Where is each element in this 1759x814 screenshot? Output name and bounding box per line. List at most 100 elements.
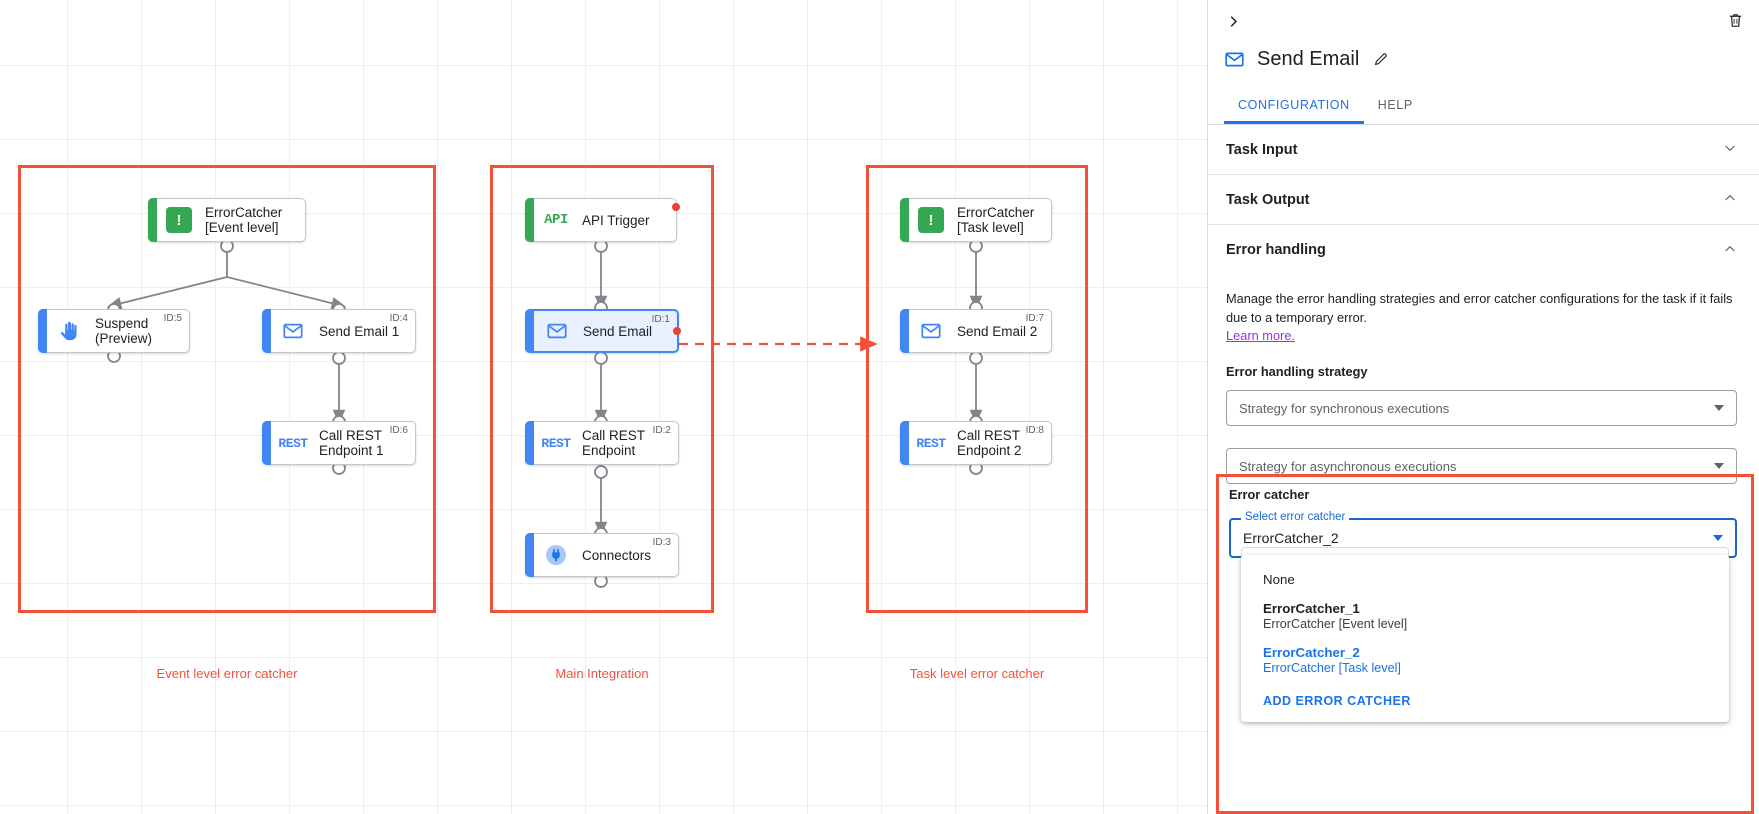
node-accent-bar	[148, 198, 157, 242]
node-send-email[interactable]: Send Email ID:1	[525, 309, 681, 353]
error-catcher-block: Error catcher Select error catcher Error…	[1216, 474, 1754, 814]
node-accent-bar	[525, 198, 534, 242]
node-label: ErrorCatcher [Task level]	[957, 205, 1035, 235]
node-label: Suspend (Preview)	[95, 316, 153, 346]
node-accent-bar	[262, 309, 271, 353]
node-label: Call REST Endpoint 1	[319, 428, 384, 458]
node-id: ID:8	[1025, 425, 1044, 436]
chevron-down-icon	[1723, 141, 1737, 158]
node-suspend[interactable]: Suspend (Preview) ID:5	[38, 309, 190, 353]
node-id: ID:1	[651, 314, 670, 325]
node-accent-bar	[525, 421, 534, 465]
chevron-right-icon[interactable]	[1220, 8, 1246, 34]
menu-item-errorcatcher-2[interactable]: ErrorCatcher_2 ErrorCatcher [Task level]	[1241, 638, 1729, 682]
group-label-main-integration: Main Integration	[555, 666, 649, 681]
error-catcher-icon: !	[917, 206, 945, 234]
error-catcher-value: ErrorCatcher_2	[1243, 530, 1339, 546]
email-icon	[543, 317, 571, 345]
connectors-icon	[542, 541, 570, 569]
node-accent-bar	[525, 533, 534, 577]
node-accent-bar	[525, 309, 534, 353]
menu-item-secondary: ErrorCatcher [Task level]	[1263, 661, 1401, 675]
node-accent-bar	[262, 421, 271, 465]
sync-strategy-value: Strategy for synchronous executions	[1239, 400, 1450, 416]
rest-icon: REST	[278, 435, 308, 451]
section-title: Error handling	[1226, 242, 1326, 258]
node-accent-bar	[900, 309, 909, 353]
tab-configuration[interactable]: CONFIGURATION	[1224, 88, 1364, 124]
add-error-catcher-button[interactable]: ADD ERROR CATCHER	[1263, 694, 1411, 708]
tab-help[interactable]: HELP	[1377, 98, 1413, 112]
node-id: ID:7	[1025, 313, 1044, 324]
node-error-catcher-event-level[interactable]: ! ErrorCatcher [Event level]	[148, 198, 306, 242]
node-label: API Trigger	[582, 212, 650, 228]
node-error-catcher-task-level[interactable]: ! ErrorCatcher [Task level]	[900, 198, 1052, 242]
node-label: Send Email	[583, 323, 653, 339]
menu-item-secondary: ErrorCatcher [Event level]	[1263, 617, 1408, 631]
email-icon	[279, 317, 307, 345]
learn-more-link[interactable]: Learn more.	[1226, 328, 1295, 343]
workflow-canvas[interactable]: Event level error catcher Main Integrati…	[0, 0, 1207, 814]
group-frame-event-level	[18, 165, 436, 613]
node-api-trigger[interactable]: API API Trigger	[525, 198, 680, 242]
rest-icon: REST	[541, 435, 571, 451]
chevron-up-icon	[1723, 242, 1737, 259]
error-indicator-dot	[672, 203, 680, 211]
menu-item-none[interactable]: None	[1241, 565, 1729, 594]
chevron-down-icon	[1714, 463, 1724, 469]
error-handling-body: Manage the error handling strategies and…	[1208, 275, 1759, 484]
node-id: ID:5	[163, 313, 182, 324]
rest-icon: REST	[916, 435, 946, 451]
section-task-output[interactable]: Task Output	[1208, 175, 1759, 225]
async-strategy-select[interactable]: Strategy for asynchronous executions	[1226, 448, 1737, 484]
error-catcher-icon: !	[165, 206, 193, 234]
node-id: ID:3	[652, 537, 671, 548]
email-icon	[917, 317, 945, 345]
node-id: ID:6	[389, 425, 408, 436]
error-catcher-dropdown-menu: None ErrorCatcher_1 ErrorCatcher [Event …	[1241, 555, 1729, 722]
node-call-rest-endpoint-1[interactable]: REST Call REST Endpoint 1 ID:6	[262, 421, 416, 465]
async-strategy-value: Strategy for asynchronous executions	[1239, 458, 1457, 474]
task-config-panel: Send Email CONFIGURATION HELP Task Input…	[1207, 0, 1759, 814]
node-label: Call REST Endpoint	[582, 428, 646, 458]
node-call-rest-endpoint-2[interactable]: REST Call REST Endpoint 2 ID:8	[900, 421, 1052, 465]
section-error-handling[interactable]: Error handling	[1208, 225, 1759, 275]
sync-strategy-select[interactable]: Strategy for synchronous executions	[1226, 390, 1737, 426]
node-call-rest-endpoint[interactable]: REST Call REST Endpoint ID:2	[525, 421, 679, 465]
error-handling-description: Manage the error handling strategies and…	[1226, 291, 1733, 325]
menu-item-primary: None	[1263, 572, 1295, 587]
group-label-event-level: Event level error catcher	[156, 666, 298, 681]
email-icon	[1224, 49, 1245, 70]
panel-header	[1208, 0, 1759, 40]
trash-icon[interactable]	[1721, 6, 1749, 34]
section-title: Task Output	[1226, 191, 1310, 208]
node-label: Call REST Endpoint 2	[957, 428, 1022, 458]
menu-item-primary: ErrorCatcher_1	[1263, 601, 1360, 616]
panel-title-row: Send Email	[1208, 40, 1759, 76]
section-task-input[interactable]: Task Input	[1208, 125, 1759, 175]
error-indicator-dot	[673, 327, 681, 335]
node-accent-bar	[900, 421, 909, 465]
group-frame-task-level	[866, 165, 1088, 613]
node-send-email-1[interactable]: Send Email 1 ID:4	[262, 309, 416, 353]
error-catcher-title: Error catcher	[1229, 487, 1310, 502]
pencil-icon[interactable]	[1373, 51, 1389, 67]
suspend-hand-icon	[55, 317, 83, 345]
node-label: Connectors	[582, 547, 652, 563]
node-accent-bar	[900, 198, 909, 242]
node-id: ID:4	[389, 313, 408, 324]
node-label: Send Email 1	[319, 323, 400, 339]
panel-tabs: CONFIGURATION HELP	[1208, 88, 1759, 125]
group-label-task-level: Task level error catcher	[909, 666, 1045, 681]
group-frame-main-integration	[490, 165, 714, 613]
menu-item-errorcatcher-1[interactable]: ErrorCatcher_1 ErrorCatcher [Event level…	[1241, 594, 1729, 638]
node-label: ErrorCatcher [Event level]	[205, 205, 283, 235]
node-send-email-2[interactable]: Send Email 2 ID:7	[900, 309, 1052, 353]
node-label: Send Email 2	[957, 323, 1038, 339]
page-title: Send Email	[1257, 47, 1360, 70]
menu-item-primary: ErrorCatcher_2	[1263, 645, 1360, 660]
error-handling-strategy-label: Error handling strategy	[1226, 364, 1368, 379]
section-title: Task Input	[1226, 141, 1298, 158]
node-connectors[interactable]: Connectors ID:3	[525, 533, 679, 577]
node-accent-bar	[38, 309, 47, 353]
